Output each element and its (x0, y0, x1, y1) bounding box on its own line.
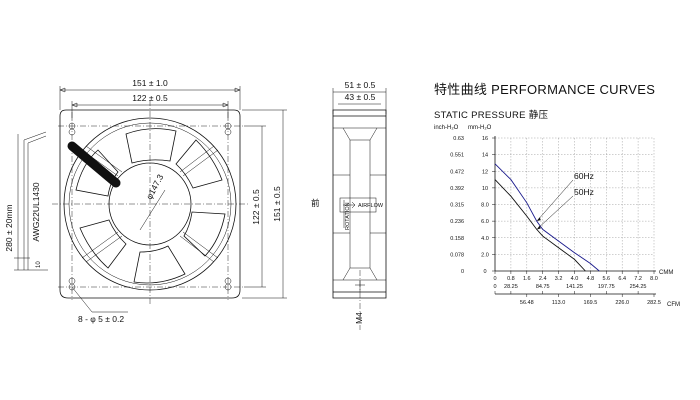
y-tick-label-inch: 0.63 (453, 136, 464, 142)
series-label-leader (537, 179, 574, 221)
y-tick-label-inch: 0.315 (450, 203, 464, 209)
series-line-50Hz (494, 179, 586, 272)
chart-series (494, 163, 600, 272)
x-tick-label-cfm: 226.0 (615, 300, 629, 306)
x-tick-label-cmm: 0 (493, 276, 496, 282)
front-label: 前 (311, 198, 320, 208)
chart-series-labels: 60Hz 50Hz (536, 171, 594, 230)
y-tick-label-inch: 0.158 (450, 236, 464, 242)
x-tick-label-cmm: 6.4 (618, 276, 626, 282)
rotation-label: ROTATION (345, 202, 351, 230)
dim-depth: 51 ± 0.5 (345, 80, 376, 90)
series-label-arrow (536, 225, 541, 230)
x-unit-cmm: CMM (659, 270, 673, 276)
y-tick-label-inch: 0 (461, 269, 464, 275)
x-tick-label-cmm: 8.0 (650, 276, 658, 282)
lead-wire (23, 131, 47, 270)
series-label-50Hz: 50Hz (574, 187, 594, 197)
x-tick-label-cfm: 0 (493, 284, 496, 290)
dim-hole-spacing-height: 122 ± 0.5 (251, 189, 261, 225)
x-tick-label-cmm: 0.8 (507, 276, 515, 282)
fan-frame-outline (59, 109, 241, 299)
y-tick-label-mm: 12 (482, 169, 488, 175)
y-tick-label-inch: 0.236 (450, 219, 464, 225)
screw-label: M4 (354, 312, 364, 324)
series-label-leader (537, 195, 574, 229)
chart-title: 特性曲线 PERFORMANCE CURVES (434, 82, 655, 97)
side-outline (332, 109, 387, 299)
x-tick-label-cfm: 254.25 (630, 284, 647, 290)
y-unit-mm: mm-H₂O (468, 125, 492, 131)
dim-hole-spacing-width: 122 ± 0.5 (132, 93, 168, 103)
wire-spec-label: AWG22UL1430 (31, 182, 41, 241)
y-tick-label-inch: 0.551 (450, 153, 464, 159)
performance-chart: 特性曲线 PERFORMANCE CURVES STATIC PRESSURE … (434, 82, 680, 308)
x-tick-label-cmm: 2.4 (539, 276, 547, 282)
strip-length-label: 10 (36, 261, 42, 268)
x-tick-label-cmm: 4.0 (571, 276, 579, 282)
chart-grid (495, 137, 655, 271)
y-tick-label-mm: 4.0 (481, 236, 489, 242)
y-unit-inch: inch-H₂O (434, 125, 459, 131)
dim-overall-width: 151 ± 1.0 (132, 78, 168, 88)
y-tick-label-mm: 2.0 (481, 252, 489, 258)
chart-tick-labels: 16 14 12 10 8.0 6.0 4.0 2.0 0 0.63 0.551 0.472 0.392… (450, 136, 661, 306)
x-tick-label-cmm: 7.2 (634, 276, 642, 282)
x-tick-label-cmm: 4.8 (587, 276, 595, 282)
x-unit-cfm: CFM (667, 302, 680, 308)
y-tick-label-mm: 14 (482, 153, 488, 159)
fan-blades (75, 128, 226, 284)
x-tick-label-cfm: 28.25 (504, 284, 518, 290)
lead-wire-sleeve (67, 141, 121, 188)
diameter-label: φ147.3 (144, 172, 166, 201)
series-label-60Hz: 60Hz (574, 171, 594, 181)
dim-overall-height: 151 ± 0.5 (272, 186, 282, 222)
x-tick-label-cfm: 56.48 (520, 300, 534, 306)
x-tick-label-cfm: 282.5 (647, 300, 661, 306)
diameter-leader (139, 189, 166, 231)
front-view: φ147.3 151 ± 1.0 122 ± 0.5 122 ± 0.5 151… (4, 78, 287, 324)
y-tick-label-inch: 0.472 (450, 169, 464, 175)
chart-subtitle: STATIC PRESSURE 静压 (434, 109, 549, 121)
chart-axes (492, 136, 656, 297)
y-tick-label-inch: 0.392 (450, 186, 464, 192)
x-tick-label-cfm: 84.75 (536, 284, 550, 290)
x-tick-label-cmm: 3.2 (555, 276, 563, 282)
dim-holes-label: 8 - φ 5 ± 0.2 (78, 314, 124, 324)
series-label-arrow (536, 217, 541, 222)
x-tick-label-cfm: 169.5 (584, 300, 598, 306)
dim-inner-depth: 43 ± 0.5 (345, 92, 376, 102)
x-tick-label-cmm: 1.6 (523, 276, 531, 282)
y-tick-label-mm: 0 (483, 269, 486, 275)
y-tick-label-mm: 6.0 (481, 219, 489, 225)
x-tick-label-cfm: 113.0 (552, 300, 565, 306)
y-tick-label-mm: 8.0 (481, 203, 489, 209)
y-tick-label-inch: 0.078 (450, 252, 464, 258)
y-tick-label-mm: 10 (482, 186, 488, 192)
x-tick-label-cfm: 197.75 (598, 284, 615, 290)
series-line-60Hz (494, 163, 600, 272)
side-view: 51 ± 0.5 43 ± 0.5 AIRFLOW ROTATION 前 M4 (311, 80, 387, 330)
airflow-label: AIRFLOW (358, 203, 384, 209)
x-tick-label-cfm: 141.25 (566, 284, 583, 290)
y-tick-label-mm: 16 (482, 136, 488, 142)
lead-length-label: 280 ± 20mm (4, 204, 14, 251)
x-tick-label-cmm: 5.6 (602, 276, 610, 282)
